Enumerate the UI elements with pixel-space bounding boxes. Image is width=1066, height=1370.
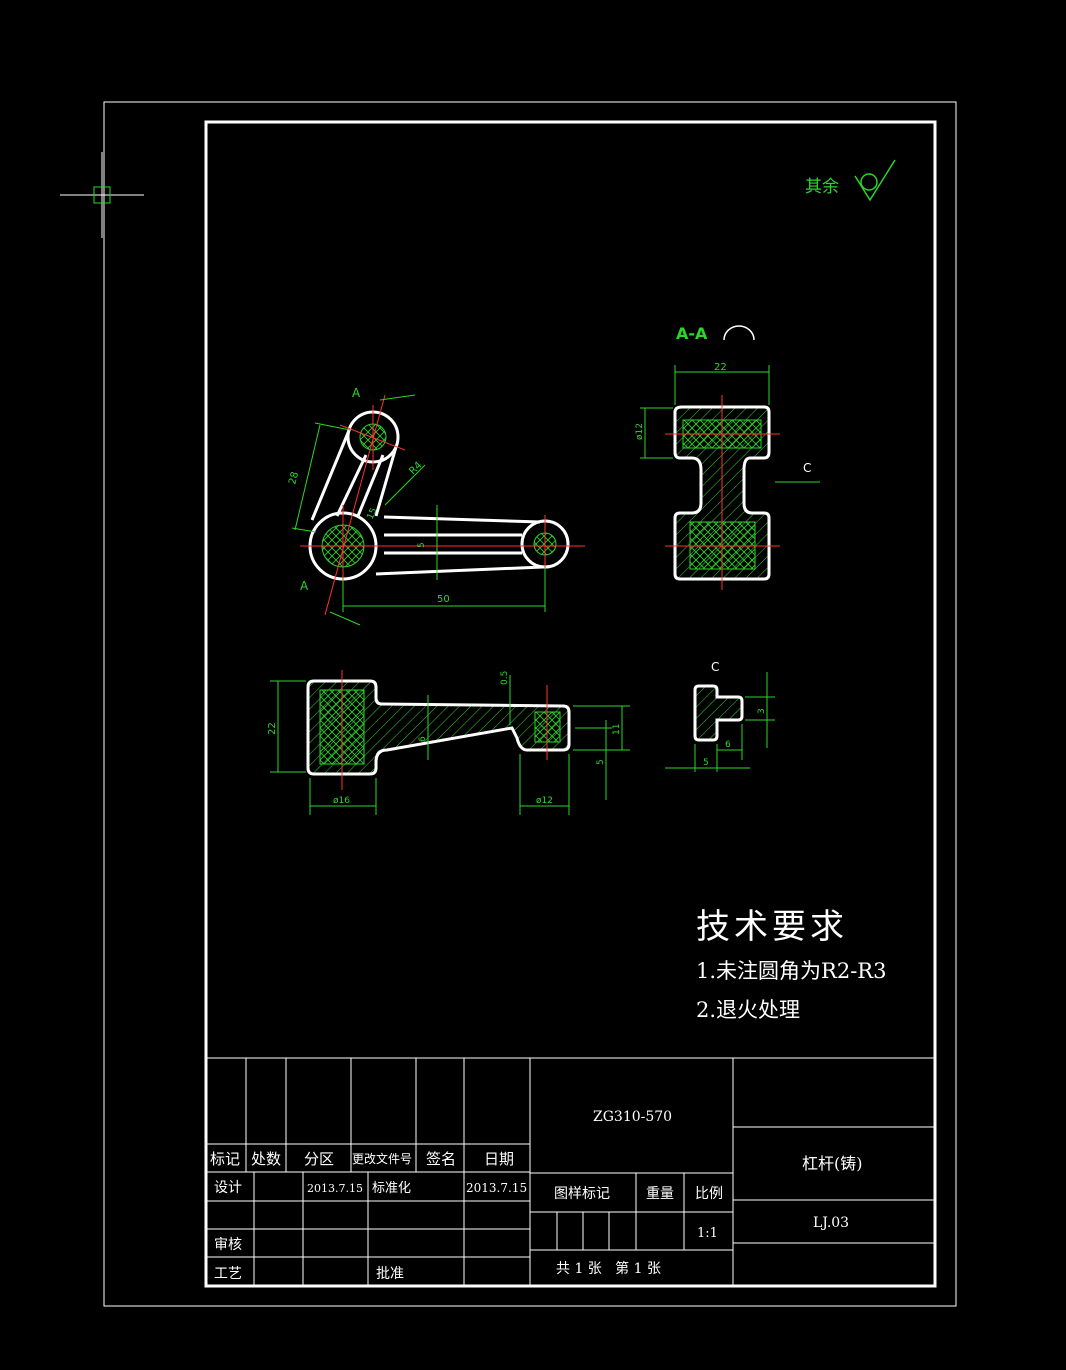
roughness-symbol-icon bbox=[854, 159, 896, 202]
approve-label: 批准 bbox=[376, 1266, 404, 1282]
design-date: 2013.7.15 bbox=[307, 1182, 363, 1195]
standardize-label: 标准化 bbox=[372, 1181, 411, 1196]
dim-50: 50 bbox=[437, 594, 450, 605]
scale-value: 1:1 bbox=[697, 1226, 718, 1241]
dim-dia12-section: ø12 bbox=[635, 423, 645, 440]
sheets-text: 共 1 张 第 1 张 bbox=[556, 1260, 661, 1277]
standardize-date: 2013.7.15 bbox=[466, 1181, 527, 1195]
header-count: 处数 bbox=[251, 1150, 281, 1168]
outer-frame bbox=[103, 101, 957, 1307]
dim-5-viewc: 5 bbox=[703, 758, 709, 768]
drawing-no: LJ.03 bbox=[813, 1215, 849, 1231]
tech-req-item-1: 1.未注圆角为R2-R3 bbox=[696, 959, 886, 983]
design-label: 设计 bbox=[214, 1180, 242, 1196]
title-block bbox=[206, 1057, 935, 1286]
dim-05-front: 0.5 bbox=[500, 671, 510, 685]
lever-top-view: 28 R4 15 5 50 A A bbox=[287, 386, 585, 626]
dim-22-front: 22 bbox=[267, 722, 278, 735]
section-a-a-view: A-A 22 ø12 C bbox=[635, 324, 820, 590]
dim-r4: R4 bbox=[407, 460, 424, 477]
review-label: 审核 bbox=[214, 1237, 242, 1253]
front-view: 22 0.5 6 11 5 ø16 ø12 bbox=[267, 670, 630, 815]
inner-frame bbox=[204, 120, 937, 1288]
dim-6-front: 6 bbox=[418, 736, 428, 742]
cut-label-top: A bbox=[352, 386, 361, 400]
dim-dia12-front: ø12 bbox=[536, 796, 553, 806]
tech-req-item-2: 2.退火处理 bbox=[696, 998, 800, 1022]
dim-6-viewc: 6 bbox=[725, 740, 731, 750]
process-label: 工艺 bbox=[214, 1266, 242, 1282]
header-zone: 分区 bbox=[304, 1150, 334, 1168]
dim-22-section: 22 bbox=[714, 362, 727, 373]
header-signature: 签名 bbox=[426, 1150, 456, 1168]
cut-label-bottom: A bbox=[300, 579, 309, 593]
weight-label: 重量 bbox=[646, 1186, 674, 1202]
section-arc-icon bbox=[723, 325, 755, 341]
tech-req-title: 技术要求 bbox=[696, 907, 848, 947]
dim-15: 15 bbox=[366, 507, 380, 522]
header-change-doc: 更改文件号 bbox=[352, 1151, 412, 1166]
surface-note: 其余 bbox=[805, 177, 839, 197]
view-c-label: C bbox=[711, 660, 719, 674]
title-block-text: 标记 处数 分区 更改文件号 签名 日期 设计 2013.7.15 标准化 20… bbox=[210, 1109, 863, 1282]
scale-label: 比例 bbox=[695, 1186, 723, 1202]
section-arrow-label: C bbox=[803, 461, 811, 475]
section-label: A-A bbox=[676, 324, 708, 343]
dim-5: 5 bbox=[417, 542, 427, 548]
dim-11-front: 11 bbox=[612, 724, 622, 735]
crosshair-cursor-icon[interactable] bbox=[60, 152, 144, 238]
view-c: C 3 6 5 bbox=[665, 660, 775, 772]
header-mark: 标记 bbox=[210, 1150, 240, 1168]
part-name: 杠杆(铸) bbox=[802, 1154, 863, 1173]
stage-mark-label: 图样标记 bbox=[554, 1186, 610, 1202]
dim-5-front: 5 bbox=[596, 759, 606, 765]
header-date: 日期 bbox=[484, 1150, 514, 1168]
dim-dia16-front: ø16 bbox=[333, 796, 350, 806]
dim-3-viewc: 3 bbox=[757, 708, 767, 714]
dim-28: 28 bbox=[287, 471, 301, 486]
material: ZG310-570 bbox=[593, 1109, 672, 1125]
